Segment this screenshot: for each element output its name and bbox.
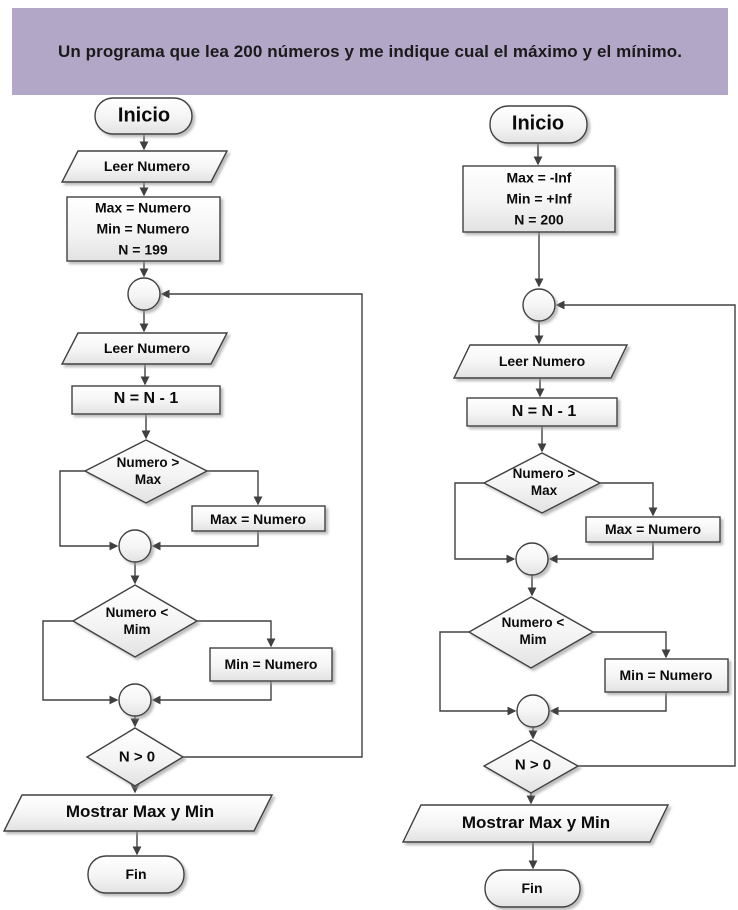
right-init-line-2: Min = +Inf [506, 190, 572, 207]
right-init-line-3: N = 200 [514, 211, 564, 228]
right-junction-1 [522, 288, 556, 322]
right-decision-min-line-1: Numero < [501, 615, 565, 630]
left-decision-max-line-2: Max [134, 472, 162, 487]
left-init-line-2: Min = Numero [96, 220, 190, 237]
left-end-label: Fin [125, 866, 147, 882]
left-read-loop-label: Leer Numero [103, 340, 191, 356]
flow-connector-decision-max-yes [207, 470, 263, 506]
left-output-label: Mostrar Max y Min [65, 802, 215, 821]
right-terminator-start [489, 105, 588, 144]
flow-connector-loop-back [160, 289, 363, 758]
title-banner: Un programa que lea 200 números y me ind… [12, 8, 728, 95]
left-decision-min-line-2: Mim [123, 622, 151, 637]
left-process-assign-max [191, 505, 326, 532]
left-chart-shapes [2, 97, 333, 894]
right-read-loop-label: Leer Numero [498, 353, 586, 369]
page-title: Un programa que lea 200 números y me ind… [57, 41, 683, 61]
left-terminator-start [94, 97, 193, 135]
left-io-read-first [60, 150, 229, 183]
left-terminator-end [87, 855, 185, 894]
flow-connector [151, 531, 259, 551]
left-start-label: Inicio [117, 104, 171, 127]
right-process-assign-min [604, 658, 729, 693]
left-assign-max-label: Max = Numero [209, 511, 307, 527]
left-decision-max-line-1: Numero > [116, 455, 180, 470]
right-process-assign-max [585, 516, 721, 543]
left-process-init [66, 196, 221, 262]
right-output-label: Mostrar Max y Min [461, 813, 611, 832]
flow-connector-decision-min-no [42, 620, 119, 705]
left-decision-min-label: Numero < Mim [106, 604, 169, 638]
right-decrement-label: N = N - 1 [511, 403, 577, 420]
right-process-init [462, 165, 616, 233]
right-decision-max [482, 452, 602, 514]
left-junction-1 [127, 277, 161, 311]
flow-connector [548, 542, 654, 564]
flow-connector-decision-min-yes [197, 620, 276, 648]
right-decision-loop [482, 739, 580, 794]
left-decision-max [83, 439, 209, 504]
right-assign-max-label: Max = Numero [604, 521, 702, 537]
flow-connector-loop-back [555, 300, 736, 767]
flow-connector-decision-max-no [454, 482, 516, 564]
left-decrement-label: N = N - 1 [113, 390, 179, 407]
left-init-label: Max = Numero Min = Numero N = 199 [95, 198, 191, 261]
flow-connector-decision-min-no [439, 631, 517, 716]
right-junction-2 [515, 542, 549, 576]
right-decision-min-line-2: Mim [519, 632, 547, 647]
right-junction-3 [516, 694, 550, 728]
right-assign-min-label: Min = Numero [619, 667, 713, 683]
left-junction-3 [118, 683, 152, 717]
left-io-output [2, 794, 274, 832]
flow-connector-decision-max-yes [600, 482, 658, 517]
right-decision-max-line-2: Max [530, 483, 558, 498]
flow-connector-decision-min-yes [593, 631, 671, 659]
right-decision-max-label: Numero > Max [513, 465, 576, 499]
right-chart-connectors [439, 143, 736, 870]
right-decision-loop-label: N > 0 [514, 756, 552, 774]
flow-connector-decision-max-no [59, 470, 119, 551]
left-junction-2 [118, 529, 152, 563]
right-init-line-1: Max = -Inf [506, 169, 572, 186]
flow-connector [549, 692, 667, 716]
right-decision-min [467, 596, 595, 669]
left-assign-min-label: Min = Numero [224, 656, 318, 672]
right-init-label: Max = -Inf Min = +Inf N = 200 [506, 168, 571, 231]
left-init-line-1: Max = Numero [94, 199, 192, 216]
left-decision-min [71, 584, 199, 658]
right-decision-max-line-1: Numero > [512, 466, 576, 481]
right-end-label: Fin [521, 880, 543, 896]
right-terminator-end [484, 869, 581, 908]
left-io-read-loop [60, 332, 229, 365]
left-process-decrement [71, 385, 221, 415]
left-decision-loop-label: N > 0 [118, 748, 156, 766]
left-read-first-label: Leer Numero [103, 158, 191, 174]
right-io-read-loop [452, 344, 629, 379]
left-decision-max-label: Numero > Max [117, 454, 180, 488]
left-process-assign-min [209, 647, 333, 682]
right-chart-shapes [401, 105, 729, 908]
left-decision-loop [85, 727, 185, 787]
left-init-line-3: N = 199 [118, 241, 168, 258]
flow-connector [151, 681, 272, 705]
left-chart-connectors [42, 134, 363, 856]
right-process-decrement [466, 397, 618, 427]
left-decision-min-line-1: Numero < [105, 605, 169, 620]
right-start-label: Inicio [511, 112, 565, 135]
right-decision-min-label: Numero < Mim [502, 614, 565, 648]
right-io-output [401, 804, 670, 843]
